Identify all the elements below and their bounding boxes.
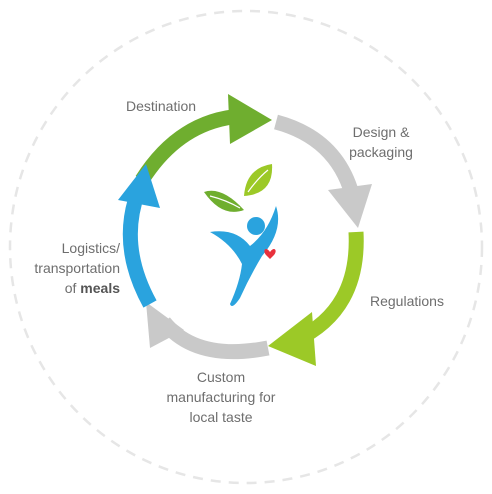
label-regulations: Regulations xyxy=(370,293,444,309)
label-custom-line1: Custom xyxy=(196,369,246,385)
label-design-line1: Design & xyxy=(352,124,410,140)
label-destination: Destination xyxy=(126,98,197,114)
label-logistics-line1: Logistics/ xyxy=(61,240,120,256)
heart-icon xyxy=(264,248,276,259)
arrow-design-packaging xyxy=(273,114,372,228)
label-design-line2: packaging xyxy=(349,144,413,160)
arrow-custom-manufacturing xyxy=(146,302,270,360)
label-logistics-line3: of meals xyxy=(6,278,120,298)
label-logistics-of: of xyxy=(64,280,77,296)
label-custom-line2: manufacturing for xyxy=(166,389,276,405)
label-logistics: Logistics/ transportation of meals xyxy=(6,238,120,298)
arrow-destination xyxy=(135,94,272,185)
label-design-packaging: Design & packaging xyxy=(336,122,426,162)
label-custom-line3: local taste xyxy=(189,409,253,425)
arrow-logistics xyxy=(118,164,160,308)
label-custom-manufacturing: Custom manufacturing for local taste xyxy=(146,367,296,427)
label-logistics-meals: meals xyxy=(80,280,120,296)
outer-dashed-circle xyxy=(8,9,484,485)
person-with-leaves-logo xyxy=(204,164,279,306)
arrow-regulations xyxy=(268,231,364,366)
label-logistics-line2: transportation xyxy=(34,260,120,276)
